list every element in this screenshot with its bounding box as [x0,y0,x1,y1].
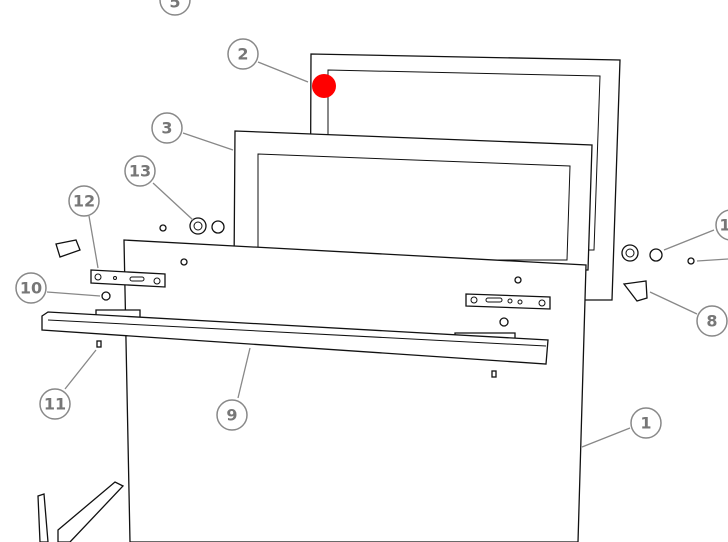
callout-11: 11 [39,388,71,420]
callout-3: 3 [151,112,183,144]
callout-8: 8 [696,305,728,337]
svg-text:10: 10 [20,279,42,298]
svg-text:1: 1 [640,414,651,433]
side-rail-part [37,481,125,542]
part-3-frame [233,130,593,271]
svg-text:13: 13 [129,162,151,181]
callout-partial-right: 1 [715,209,728,241]
leader-lines [46,61,728,448]
callout-5: 5 [159,0,191,16]
fittings [96,217,695,378]
svg-text:5: 5 [169,0,180,12]
svg-text:11: 11 [44,395,66,414]
svg-text:2: 2 [237,45,248,64]
part-8-bracket-right [622,280,648,302]
svg-text:12: 12 [73,192,95,211]
callout-1: 1 [630,407,662,439]
callout-12: 12 [68,185,100,217]
svg-text:1: 1 [719,216,728,235]
callout-10: 10 [15,272,47,304]
callout-9: 9 [216,399,248,431]
svg-text:9: 9 [226,406,237,425]
callout-2: 2 [227,38,259,70]
svg-text:8: 8 [706,312,717,331]
part-1-door-panel [123,239,587,542]
part-9-handle [41,309,549,365]
click-marker [312,74,336,98]
hinge-plate-right [465,293,551,310]
svg-text:3: 3 [161,119,172,138]
bracket-left [55,239,81,258]
hinge-plate-left [90,269,166,288]
callout-13: 13 [124,155,156,187]
